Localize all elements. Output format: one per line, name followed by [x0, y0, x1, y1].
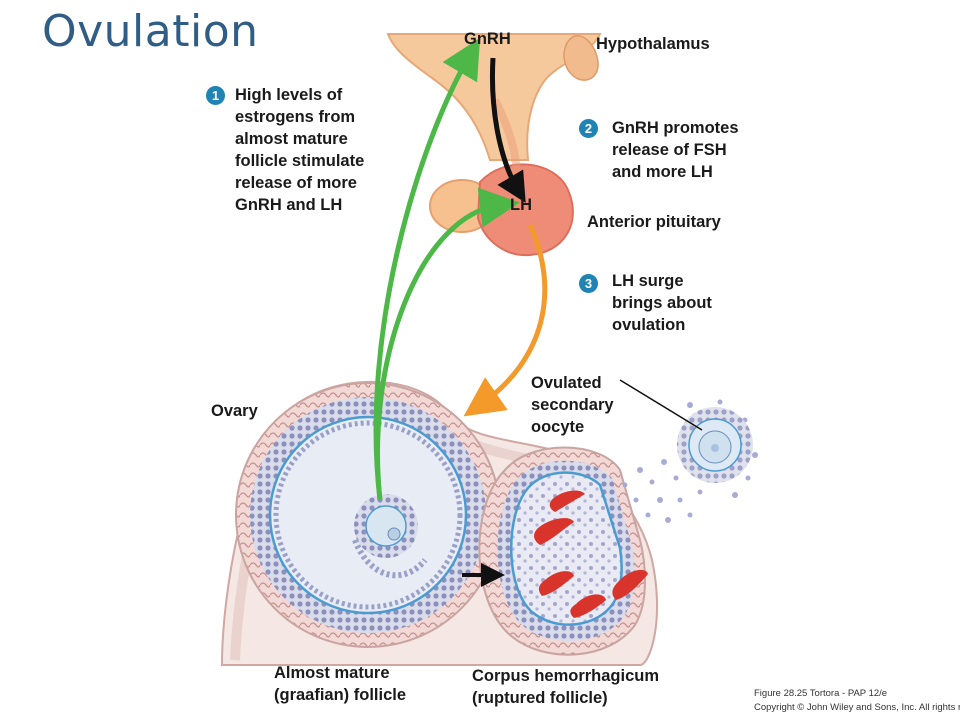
ovary-label: Ovary: [211, 402, 258, 420]
step-3-text: LH surge brings about ovulation: [612, 272, 712, 334]
step-3-badge: 3: [579, 274, 598, 293]
ovulated-oocyte-label: Ovulated secondary oocyte: [531, 374, 614, 436]
corpus-hemorrhagicum-label: Corpus hemorrhagicum (ruptured follicle): [472, 667, 660, 707]
scattered-cells: [622, 399, 758, 523]
estrogen-arrow-to-pituitary: [375, 187, 520, 501]
lh-label: LH: [510, 196, 532, 214]
anterior-pituitary-label: Anterior pituitary: [587, 213, 721, 231]
step-2-badge: 2: [579, 119, 598, 138]
step-1-badge: 1: [206, 86, 225, 105]
oocyte-leader-line: [619, 379, 703, 431]
page-title: Ovulation: [42, 6, 259, 57]
gnrh-arrow: [490, 57, 526, 203]
hypothalamus-label: Hypothalamus: [596, 35, 710, 53]
graafian-follicle: [235, 382, 501, 648]
step-1-text: High levels of estrogens from almost mat…: [235, 86, 365, 214]
ovulated-oocyte: [677, 407, 753, 483]
graafian-follicle-label: Almost mature (graafian) follicle: [274, 664, 407, 704]
corpus-hemorrhagicum: [478, 446, 648, 656]
lh-arrow: [463, 223, 548, 417]
figure-credit: Figure 28.25 Tortora - PAP 12/e Copyrigh…: [754, 688, 960, 713]
step-2-text: GnRH promotes release of FSH and more LH: [612, 119, 739, 181]
gnrh-label: GnRH: [464, 30, 511, 48]
